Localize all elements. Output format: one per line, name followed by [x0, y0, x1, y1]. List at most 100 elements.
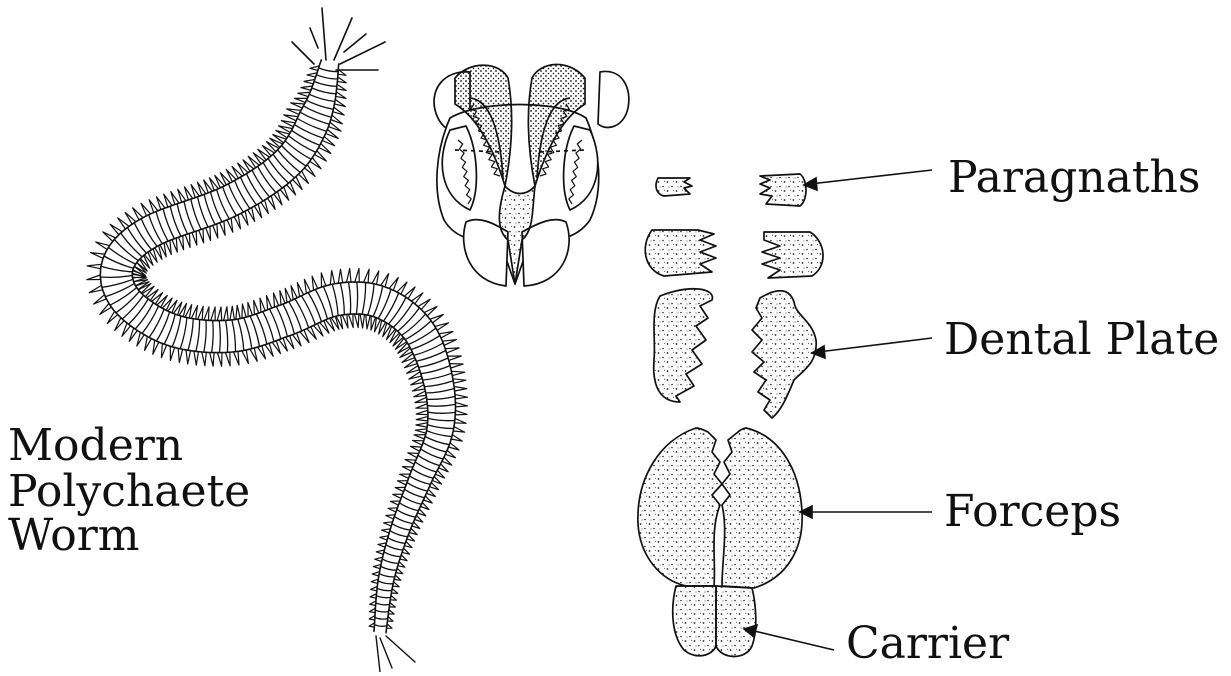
worm-parapodium	[312, 276, 318, 290]
worm-parapodium	[213, 224, 218, 238]
worm-segment-ring	[219, 321, 220, 353]
worm-parapodium	[328, 122, 341, 131]
worm-parapodium	[198, 306, 204, 320]
worm-segment-ring	[250, 316, 260, 347]
worm-parapodium	[242, 350, 249, 364]
worm-segment-ring	[294, 125, 323, 139]
worm-segment-ring	[135, 303, 153, 329]
worm-parapodium	[236, 305, 240, 319]
worm-parapodium	[89, 285, 102, 292]
worm-parapodium	[171, 192, 179, 205]
paragnath-left-upper	[656, 178, 692, 196]
worm-body-edge-left	[100, 60, 428, 631]
worm-segment-ring	[340, 283, 344, 315]
worm-segment-ring	[392, 524, 410, 530]
worm-segment-ring	[427, 425, 453, 429]
worm-segment-ring	[142, 306, 159, 334]
worm-parapodium	[415, 397, 427, 402]
worm-parapodium	[224, 307, 229, 321]
worm-segment-ring	[196, 320, 200, 352]
polychaete-worm-drawing	[87, 8, 468, 672]
worm-segment-ring	[332, 284, 338, 316]
worm-parapodium	[217, 307, 222, 321]
worm-parapodium	[185, 187, 193, 200]
worm-segment-ring	[362, 283, 366, 315]
worm-parapodium	[304, 80, 315, 84]
worm-segment-ring	[379, 574, 395, 577]
worm-segment-ring	[394, 517, 413, 524]
worm-parapodium	[91, 253, 105, 259]
worm-segment-ring	[164, 314, 175, 344]
worm-parapodium	[347, 269, 352, 283]
worm-parapodium	[166, 240, 172, 254]
worm-segment-ring	[127, 228, 146, 254]
worm-parapodium	[294, 98, 307, 102]
worm-segment-ring	[375, 618, 388, 620]
jaw-elements-drawing	[638, 174, 823, 657]
worm-parapodium	[453, 379, 466, 383]
worm-segment-ring	[428, 404, 456, 406]
worm-segment-ring	[423, 443, 446, 452]
paragnath-right-upper	[760, 174, 806, 206]
worm-segment-ring	[232, 320, 236, 352]
worm-segment-ring	[188, 319, 193, 351]
title-line-3: Worm	[8, 514, 139, 558]
worm-segment-ring	[288, 136, 315, 153]
dental-plate-pair	[654, 289, 816, 418]
worm-segment-ring	[423, 373, 452, 380]
worm-segment-ring	[416, 351, 446, 362]
worm-parapodium	[330, 271, 334, 285]
worm-segment-ring	[427, 396, 455, 399]
worm-parapodium	[416, 423, 428, 427]
pointer-carrier	[744, 625, 834, 650]
worm-parapodium	[258, 346, 266, 359]
worm-segment-ring	[235, 181, 250, 209]
worm-parapodium	[279, 338, 288, 351]
worm-segment-ring	[244, 318, 252, 349]
worm-parapodium	[454, 387, 467, 392]
worm-parapodium	[161, 344, 166, 358]
worm-segment-ring	[377, 588, 392, 590]
worm-segment-ring	[309, 94, 335, 101]
worm-segment-ring	[319, 68, 339, 72]
worm-parapodium	[415, 429, 427, 433]
worm-parapodium	[206, 226, 211, 240]
worm-segment-ring	[407, 483, 428, 492]
worm-segment-ring	[241, 177, 257, 205]
worm-segment-ring	[204, 194, 215, 224]
worm-segment-ring	[314, 82, 337, 87]
worm-segment-ring	[312, 88, 336, 94]
worm-parapodium	[301, 86, 312, 90]
worm-segment-ring	[180, 318, 187, 349]
worm-parapodium	[194, 351, 199, 365]
worm-segment-ring	[378, 289, 391, 318]
worm-parapodium	[448, 356, 462, 360]
worm-parapodium	[411, 378, 424, 385]
worm-segment-ring	[382, 559, 398, 563]
worm-parapodium	[248, 302, 253, 316]
worm-parapodium	[267, 296, 272, 310]
worm-parapodium	[202, 352, 207, 366]
worm-parapodium	[265, 343, 273, 356]
worm-segment-ring	[402, 496, 422, 504]
worm-parapodium	[225, 352, 230, 366]
worm-parapodium	[211, 307, 216, 321]
paragnath-left-lower	[645, 230, 716, 276]
title-line-2: Polychaete	[8, 470, 250, 514]
worm-segment-ring	[134, 223, 151, 250]
worm-parapodium	[307, 73, 317, 77]
worm-parapodium	[218, 353, 223, 367]
worm-segment-ring	[408, 328, 436, 344]
worm-parapodium	[321, 273, 326, 287]
worm-segment-ring	[388, 538, 405, 544]
worm-parapodium	[178, 189, 186, 202]
worm-segment-ring	[349, 282, 351, 314]
worm-parapodium	[414, 435, 426, 439]
worm-parapodium	[210, 352, 215, 366]
worm-segment-ring	[421, 366, 450, 374]
forceps-right	[722, 428, 802, 588]
worm-parapodium	[87, 275, 101, 280]
worm-parapodium	[348, 314, 353, 328]
worm-parapodium	[179, 236, 184, 250]
worm-segment-ring	[263, 162, 282, 188]
